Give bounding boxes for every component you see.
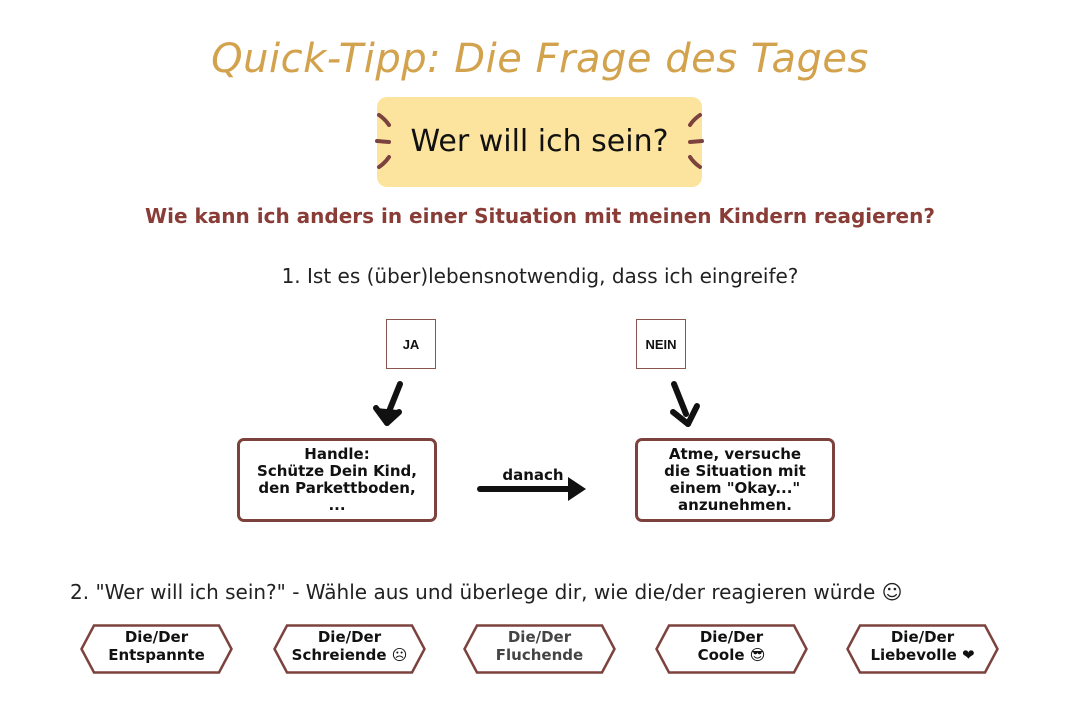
arrow-no-down-icon: [670, 381, 700, 427]
no-box: NEIN: [636, 319, 686, 369]
option-liebevolle: Die/Der Liebevolle ❤: [846, 624, 999, 674]
sparkle-right-icon: [688, 113, 704, 169]
option-fluchende: Die/Der Fluchende: [463, 624, 616, 674]
step-2-instruction: 2. "Wer will ich sein?" - Wähle aus und …: [70, 580, 903, 604]
step-1-question: 1. Ist es (über)lebensnotwendig, dass ic…: [281, 264, 799, 288]
question-highlight-box: Wer will ich sein?: [375, 97, 704, 187]
option-label: Die/Der Coole 😎: [697, 628, 766, 664]
option-coole: Die/Der Coole 😎: [655, 624, 808, 674]
yes-action-box: Handle: Schütze Dein Kind, den Parkettbo…: [237, 438, 437, 522]
subtitle: Wie kann ich anders in einer Situation m…: [145, 204, 935, 228]
option-label: Die/Der Fluchende: [495, 628, 584, 664]
sparkle-left-icon: [375, 113, 391, 169]
page-title: Quick-Tipp: Die Frage des Tages: [211, 36, 869, 82]
arrow-yes-down-icon: [373, 381, 403, 426]
connector-label: danach: [502, 466, 564, 484]
arrow-right-icon: [477, 477, 586, 501]
option-label: Die/Der Liebevolle ❤: [870, 628, 975, 664]
question-text: Wer will ich sein?: [410, 124, 669, 159]
yes-box: JA: [386, 319, 436, 369]
option-label: Die/Der Entspannte: [108, 628, 205, 664]
option-entspannte: Die/Der Entspannte: [80, 624, 233, 674]
no-action-box: Atme, versuche die Situation mit einem "…: [635, 438, 835, 522]
option-schreiende: Die/Der Schreiende ☹: [273, 624, 426, 674]
option-label: Die/Der Schreiende ☹: [291, 628, 408, 664]
